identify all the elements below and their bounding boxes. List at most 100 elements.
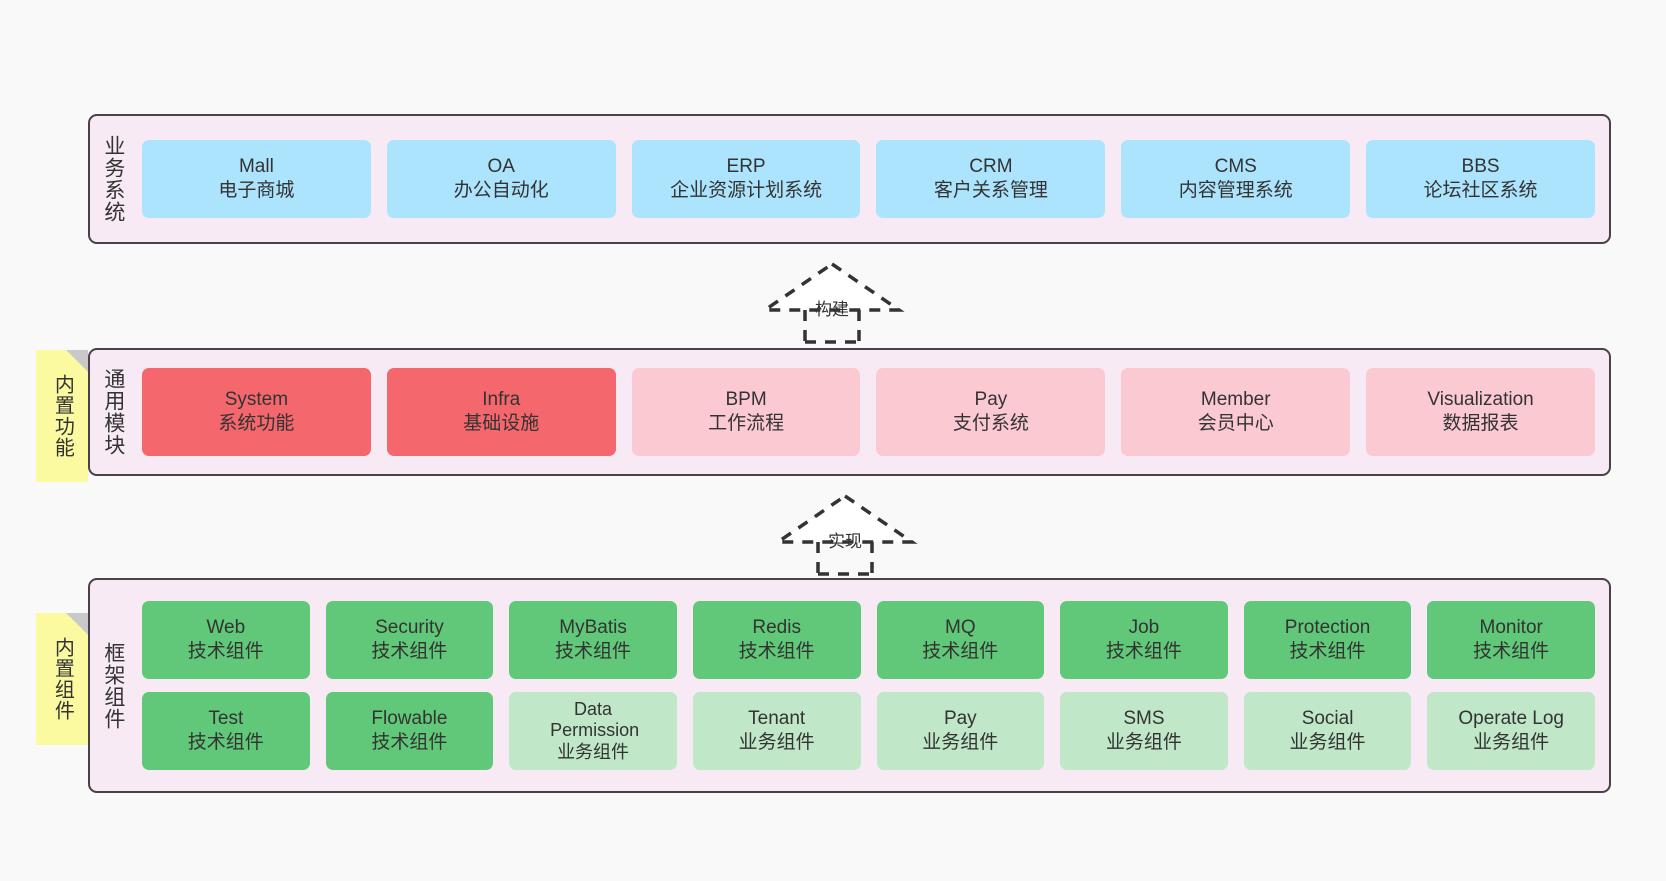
- card-title-cn: 技术组件: [1289, 641, 1366, 662]
- card-social[interactable]: Social 业务组件: [1243, 692, 1412, 770]
- card-title-en: Test: [208, 707, 244, 729]
- sticky-note-fold-icon: [66, 350, 88, 372]
- card-system[interactable]: System 系统功能: [142, 368, 371, 456]
- layer-body-common-modules: System 系统功能 Infra 基础设施 BPM 工作流程 Pay 支付系统…: [136, 350, 1609, 474]
- card-crm[interactable]: CRM 客户关系管理: [876, 140, 1106, 218]
- card-title-cn: 基础设施: [463, 413, 540, 434]
- card-member[interactable]: Member 会员中心: [1121, 368, 1351, 456]
- layer-common-modules: 通用模块 System 系统功能 Infra 基础设施 BPM 工作流程 Pay: [88, 348, 1611, 476]
- card-title-cn: 技术组件: [187, 641, 264, 662]
- card-title-en: BBS: [1461, 155, 1500, 177]
- card-title-en: Redis: [752, 616, 801, 638]
- card-title-en: Mall: [238, 155, 274, 177]
- card-title-cn: 支付系统: [952, 413, 1029, 434]
- card-job[interactable]: Job 技术组件: [1060, 601, 1228, 679]
- card-title-en: Protection: [1284, 616, 1371, 638]
- card-title-cn: 内容管理系统: [1178, 180, 1293, 201]
- card-title-cn: 业务组件: [922, 732, 999, 753]
- card-title-en: ERP: [726, 155, 766, 177]
- card-security[interactable]: Security 技术组件: [325, 601, 494, 679]
- card-title-cn: 系统功能: [218, 413, 295, 434]
- card-redis[interactable]: Redis 技术组件: [692, 601, 861, 679]
- card-title-cn: 论坛社区系统: [1423, 180, 1538, 201]
- card-title-en: Flowable: [371, 707, 448, 729]
- card-title-en: System: [224, 388, 289, 410]
- card-title-cn: 技术组件: [371, 641, 448, 662]
- card-cms[interactable]: CMS 内容管理系统: [1121, 140, 1351, 218]
- connector-build-label: 构建: [815, 300, 849, 319]
- card-title-cn: 技术组件: [555, 641, 632, 662]
- card-title-cn: 技术组件: [922, 641, 999, 662]
- card-bbs[interactable]: BBS 论坛社区系统: [1366, 140, 1595, 218]
- layer-business-systems: 业务系统 Mall 电子商城 OA 办公自动化 ERP 企业资源计划系统 CRM: [88, 114, 1611, 244]
- layer-framework-components: 框架组件 Web 技术组件 Security 技术组件 MyBatis 技术组件…: [88, 578, 1611, 793]
- card-title-cn: 业务组件: [1473, 732, 1550, 753]
- card-title-en: OA: [487, 155, 515, 177]
- card-title-cn: 技术组件: [371, 732, 448, 753]
- card-title-en: Security: [375, 616, 444, 638]
- card-tenant[interactable]: Tenant 业务组件: [692, 692, 861, 770]
- sticky-note-builtin-components: 内置组件: [36, 613, 88, 745]
- connector-build-shape: [759, 261, 905, 344]
- sticky-note-fold-icon: [66, 613, 88, 635]
- card-title-en: CMS: [1214, 155, 1257, 177]
- card-monitor[interactable]: Monitor 技术组件: [1427, 601, 1595, 679]
- card-row: Mall 电子商城 OA 办公自动化 ERP 企业资源计划系统 CRM 客户关系…: [142, 140, 1595, 218]
- card-data-permission[interactable]: Data Permission 业务组件: [509, 692, 677, 770]
- card-title-en: Member: [1200, 388, 1271, 410]
- layer-title-business-systems: 业务系统: [101, 135, 125, 223]
- card-protection[interactable]: Protection 技术组件: [1243, 601, 1412, 679]
- card-title-cn: 业务组件: [557, 741, 630, 762]
- card-erp[interactable]: ERP 企业资源计划系统: [631, 140, 861, 218]
- card-title-cn: 技术组件: [1473, 641, 1550, 662]
- card-title-cn: 数据报表: [1442, 413, 1519, 434]
- card-title-cn: 技术组件: [187, 732, 264, 753]
- card-title-cn: 会员中心: [1197, 413, 1274, 434]
- card-title-en: Pay: [943, 707, 977, 729]
- card-mybatis[interactable]: MyBatis 技术组件: [509, 601, 677, 679]
- card-sms[interactable]: SMS 业务组件: [1060, 692, 1228, 770]
- card-operate-log[interactable]: Operate Log 业务组件: [1427, 692, 1595, 770]
- card-title-en: Social: [1301, 707, 1354, 729]
- connector-implement-shape: [772, 493, 918, 576]
- card-row: Web 技术组件 Security 技术组件 MyBatis 技术组件 Redi…: [142, 601, 1595, 679]
- card-flowable[interactable]: Flowable 技术组件: [325, 692, 494, 770]
- card-title-cn: 业务组件: [1105, 732, 1182, 753]
- card-pay-component[interactable]: Pay 业务组件: [876, 692, 1045, 770]
- card-mq[interactable]: MQ 技术组件: [876, 601, 1045, 679]
- card-title-en: Job: [1128, 616, 1160, 638]
- layer-title-framework-components: 框架组件: [101, 641, 125, 730]
- card-title-cn: 技术组件: [738, 641, 815, 662]
- sticky-note-label: 内置功能: [51, 374, 74, 458]
- card-mall[interactable]: Mall 电子商城: [142, 140, 371, 218]
- card-title-en: Infra: [482, 388, 521, 410]
- card-title-cn: 电子商城: [218, 180, 295, 201]
- card-title-en: CRM: [969, 155, 1013, 177]
- card-title-cn: 技术组件: [1105, 641, 1182, 662]
- card-oa[interactable]: OA 办公自动化: [386, 140, 616, 218]
- card-title-en: Visualization: [1427, 388, 1534, 410]
- layer-title-common-modules: 通用模块: [101, 368, 125, 456]
- card-title-en: SMS: [1123, 707, 1165, 729]
- card-title-en: Operate Log: [1458, 707, 1564, 729]
- card-title-en: MyBatis: [559, 616, 627, 638]
- card-title-cn: 企业资源计划系统: [670, 180, 823, 201]
- card-infra[interactable]: Infra 基础设施: [386, 368, 616, 456]
- card-pay-module[interactable]: Pay 支付系统: [876, 368, 1106, 456]
- card-title-en: MQ: [945, 616, 976, 638]
- card-title-en: BPM: [725, 388, 767, 410]
- connector-implement: 实现: [770, 490, 920, 576]
- card-title-cn: 业务组件: [1289, 732, 1366, 753]
- card-title-cn: 客户关系管理: [933, 180, 1048, 201]
- card-title-en: Web: [206, 616, 246, 638]
- card-test[interactable]: Test 技术组件: [142, 692, 310, 770]
- card-title-en: Pay: [974, 388, 1008, 410]
- card-row: Test 技术组件 Flowable 技术组件 Data Permission …: [142, 692, 1595, 770]
- sticky-note-builtin-features: 内置功能: [36, 350, 88, 482]
- card-row: System 系统功能 Infra 基础设施 BPM 工作流程 Pay 支付系统…: [142, 368, 1595, 456]
- card-bpm[interactable]: BPM 工作流程: [631, 368, 861, 456]
- card-title-en: Tenant: [748, 707, 806, 729]
- card-web[interactable]: Web 技术组件: [142, 601, 310, 679]
- card-visualization[interactable]: Visualization 数据报表: [1366, 368, 1595, 456]
